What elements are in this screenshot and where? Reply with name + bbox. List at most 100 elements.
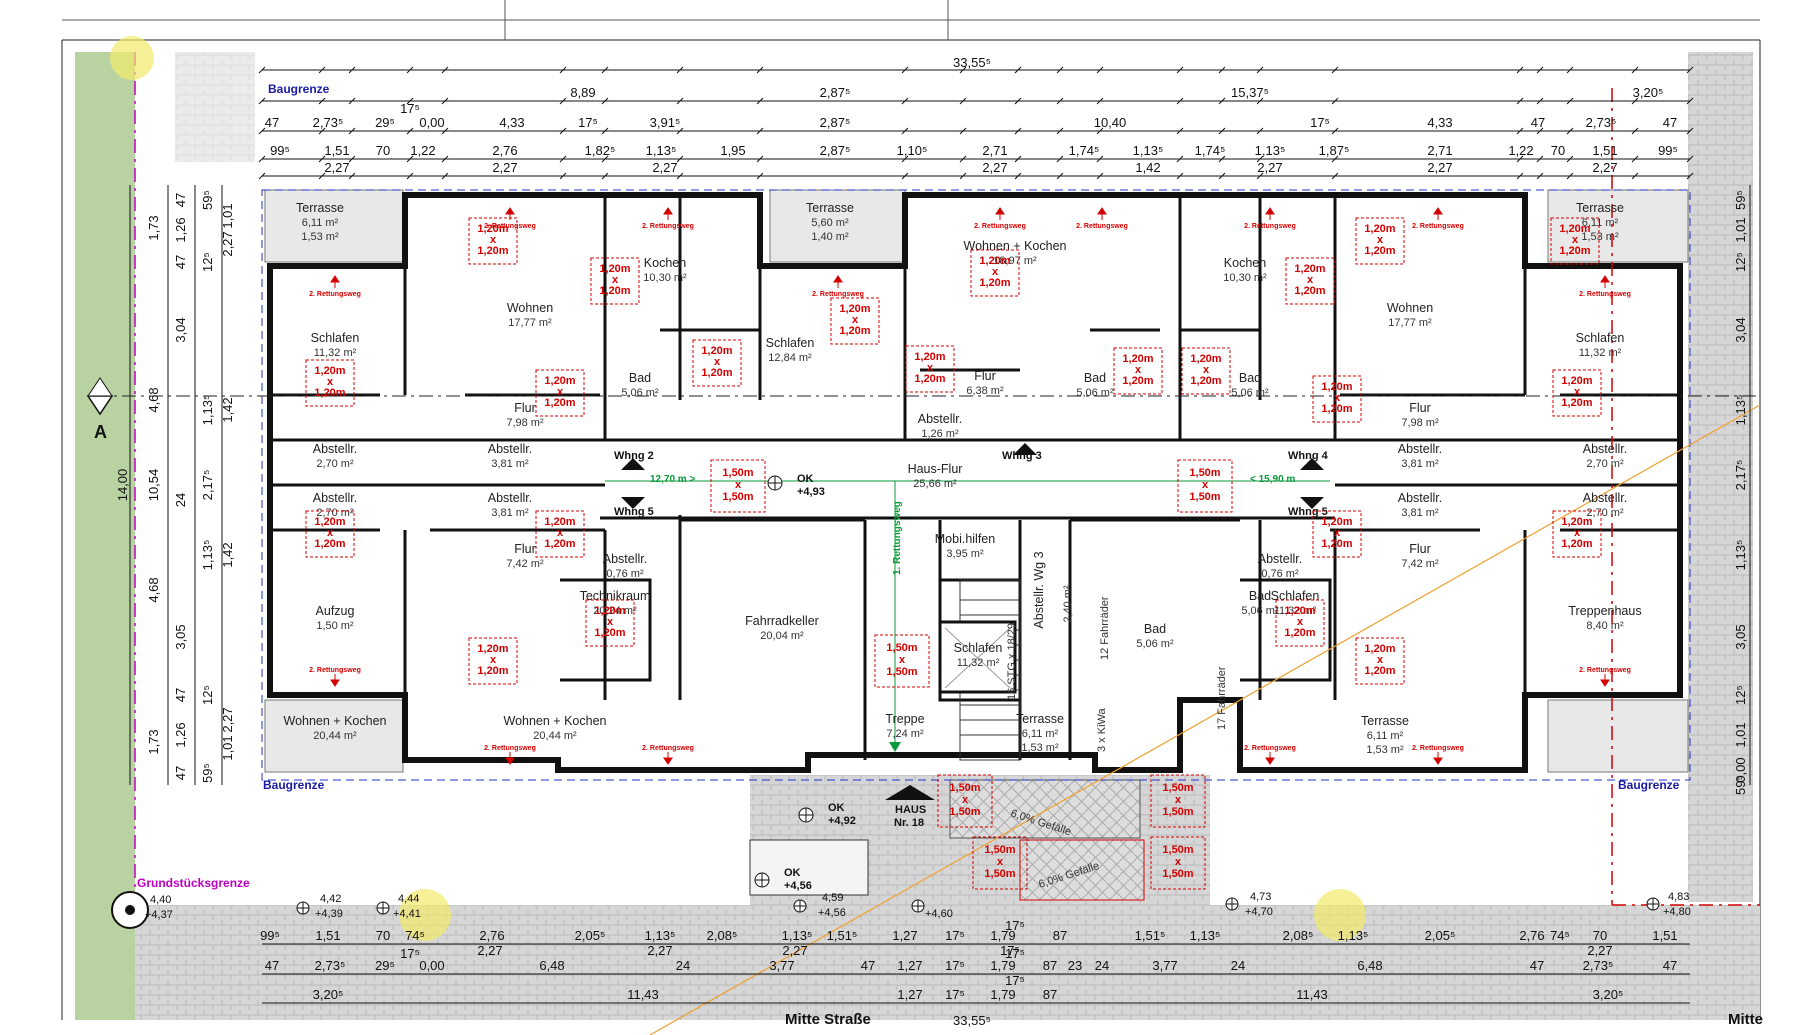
svg-text:+4,37: +4,37 xyxy=(145,909,173,921)
dim-right: 59⁵ xyxy=(1733,775,1748,795)
dim-tick xyxy=(959,155,967,163)
window-clearance-text: x xyxy=(899,654,906,666)
escape-arrow-icon xyxy=(995,207,1005,220)
escape-arrow-icon xyxy=(663,752,673,765)
window-clearance-text: 1,50m xyxy=(722,491,753,503)
dim-tick xyxy=(601,172,609,180)
dim-tick xyxy=(1256,66,1264,74)
dim-tick xyxy=(441,97,449,105)
dim-tick xyxy=(348,66,356,74)
dim-left6: 1,01 xyxy=(220,203,235,228)
dim-bot1: 2,76 xyxy=(1519,928,1544,943)
dim-bot1b: 2,27 xyxy=(647,943,672,958)
window-clearance-text: 1,20m xyxy=(477,245,508,257)
dim-row4: 2,27 xyxy=(492,160,517,175)
room-area: 6,11 m² xyxy=(1367,730,1404,742)
ramp-upper xyxy=(949,779,1141,839)
wohnung-marker-icon xyxy=(1300,497,1324,509)
window-clearance-text: 1,20m xyxy=(314,387,345,399)
rettungsweg-label: 2. Rettungsweg xyxy=(1076,223,1128,230)
window-clearance-text: 1,20m xyxy=(914,373,945,385)
room-area: 10,30 m² xyxy=(1223,272,1267,284)
room-area: 2,70 m² xyxy=(316,507,354,519)
dim-tick xyxy=(1096,155,1104,163)
svg-text:+4,70: +4,70 xyxy=(1245,906,1273,918)
window-clearance-text: 1,50m xyxy=(1162,868,1193,880)
window-clearance-text: 1,20m xyxy=(1321,403,1352,415)
svg-text:+4,39: +4,39 xyxy=(315,908,343,920)
rettungsweg-label: 2. Rettungsweg xyxy=(484,223,536,230)
dim-bot2: 2,73⁵ xyxy=(315,958,346,973)
room-name: Aufzug xyxy=(316,604,355,618)
dim-tick xyxy=(559,97,567,105)
marker-yellow xyxy=(399,889,451,941)
escape-arrow-icon xyxy=(1600,275,1610,288)
dim-row3: 1,51 xyxy=(1592,143,1617,158)
dim-tick xyxy=(1566,66,1574,74)
dim-bot2: 1,79 xyxy=(990,958,1015,973)
window-clearance-text: 1,20m xyxy=(594,627,625,639)
svg-text:4,83: 4,83 xyxy=(1668,891,1689,903)
dim-tick xyxy=(1536,155,1544,163)
dim-bot2: 47 xyxy=(861,958,875,973)
dim-row2: 17⁵ xyxy=(1310,115,1330,130)
room-name: Abstellr. Wg 3 xyxy=(1032,551,1046,628)
dim-right: 0,00 xyxy=(1733,757,1748,782)
window-clearance-text: 1,50m xyxy=(984,844,1015,856)
window-clearance-text: 1,20m xyxy=(1364,223,1395,235)
haus-marker: HAUS Nr. 18 xyxy=(885,785,935,829)
room-area: 7,98 m² xyxy=(1401,417,1439,429)
window-clearance-text: x xyxy=(327,527,334,539)
window-clearance-box xyxy=(1312,375,1362,423)
dim-row3: 99⁵ xyxy=(270,143,290,158)
window-clearance-box-large xyxy=(1177,459,1233,513)
window-clearance-text: x xyxy=(1334,392,1341,404)
room-area: 20,44 m² xyxy=(313,730,357,742)
entrance-inner xyxy=(749,839,869,896)
room-area: 2,70 m² xyxy=(1586,458,1624,470)
dim-row4: 1,42 xyxy=(1135,160,1160,175)
room-name: Flur xyxy=(1409,401,1431,415)
room-area: 7,42 m² xyxy=(1401,558,1439,570)
window-clearance-text: 1,20m xyxy=(544,397,575,409)
dim-tick xyxy=(959,172,967,180)
dim-tick xyxy=(1566,155,1574,163)
dim-bot3: 11,43 xyxy=(1296,987,1328,1002)
dim-row3: 70 xyxy=(376,143,390,158)
window-clearance-box xyxy=(305,359,355,407)
svg-text:+4,93: +4,93 xyxy=(797,486,825,498)
dim-total-top: 33,55⁵ xyxy=(953,55,991,70)
window-clearance-text: 1,20m xyxy=(1559,223,1590,235)
room-name: Abstellr. xyxy=(313,491,357,505)
window-clearance-box xyxy=(305,510,355,558)
dim-tick xyxy=(406,97,414,105)
window-clearance-text: x xyxy=(1135,364,1142,376)
dim-bot1: 87 xyxy=(1053,928,1067,943)
room-area: 2,70 m² xyxy=(1586,507,1624,519)
dim-tick xyxy=(318,172,326,180)
dim-left2: 1,73 xyxy=(146,729,161,754)
window-clearance-box-large xyxy=(1150,774,1206,828)
rettungsweg-label: 1. Rettungsweg xyxy=(892,501,903,575)
window-clearance-text: x xyxy=(607,616,614,628)
window-clearance-text: x xyxy=(1175,794,1182,806)
window-clearance-text: 1,20m xyxy=(1561,375,1592,387)
room-area: 1,50 m² xyxy=(316,620,354,632)
dim-left2: 1,73 xyxy=(146,215,161,240)
wohnung-label: Whng 5 xyxy=(1288,506,1328,518)
dim-bot1: 70 xyxy=(376,928,390,943)
dim-tick xyxy=(1218,97,1226,105)
dim-bot2: 47 xyxy=(1530,958,1544,973)
dim-tick xyxy=(1536,127,1544,135)
room-name: Abstellr. xyxy=(1398,491,1442,505)
dim-tick xyxy=(1536,66,1544,74)
window-clearance-text: x xyxy=(1334,527,1341,539)
dim-bot2: 87 xyxy=(1043,958,1057,973)
rettungsweg-label: 2. Rettungsweg xyxy=(309,667,361,674)
room-name: Wohnen + Kochen xyxy=(504,714,607,728)
window-clearance-text: x xyxy=(997,856,1004,868)
rettungsweg-arrow xyxy=(889,742,901,752)
room-area: 3,81 m² xyxy=(491,458,529,470)
window-clearance-text: 1,20m xyxy=(1122,353,1153,365)
